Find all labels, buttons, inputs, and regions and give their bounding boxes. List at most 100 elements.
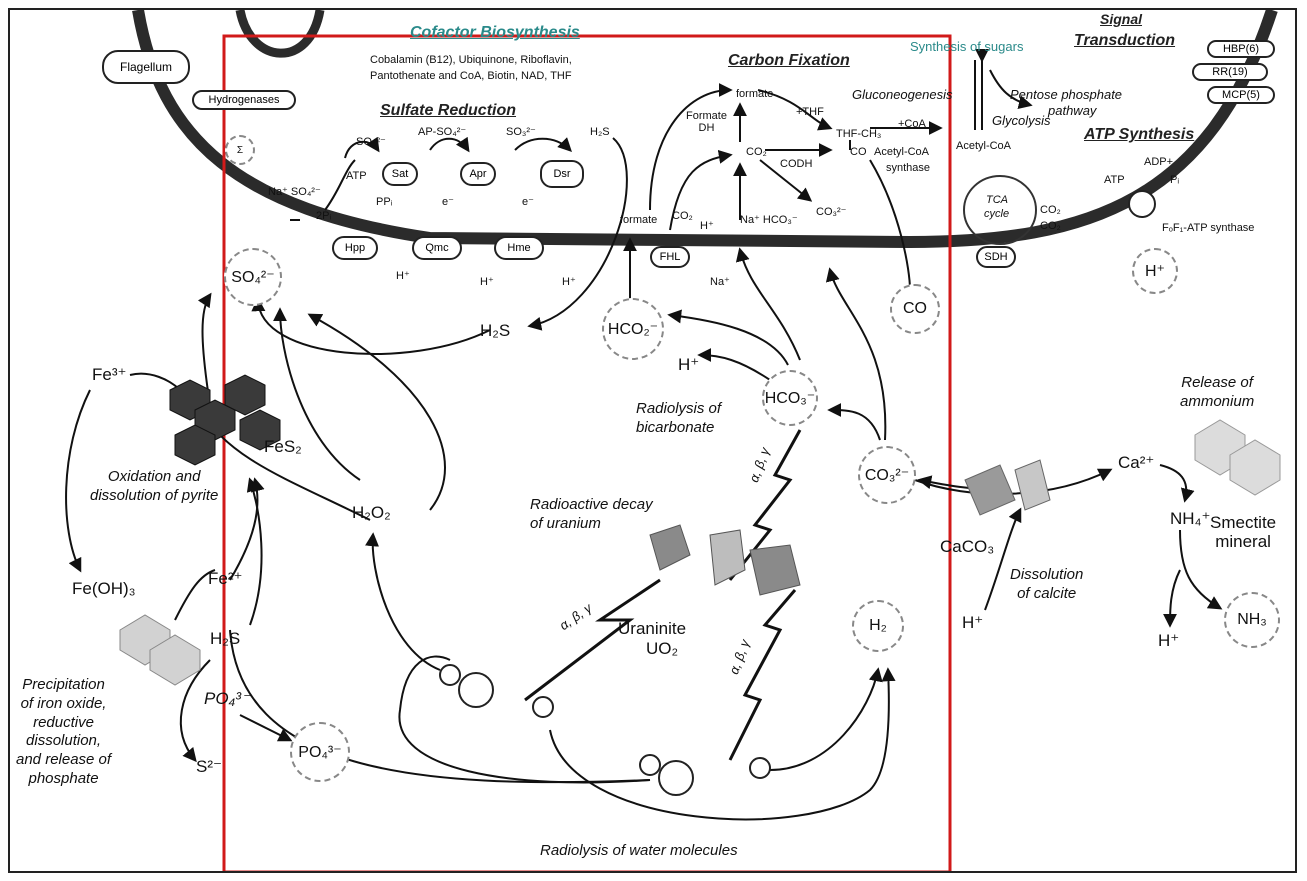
cofactor-line1: Cobalamin (B12), Ubiquinone, Riboflavin, — [370, 54, 572, 66]
electron-2: e⁻ — [522, 196, 534, 208]
cycle-label: cycle — [984, 208, 1009, 220]
thf-ch3: THF-CH₃ — [836, 128, 881, 140]
acetyl-coa-label: Acetyl-CoA — [874, 146, 929, 158]
top-arc — [240, 10, 320, 53]
na-hco3: Na⁺ HCO₃⁻ — [740, 214, 798, 226]
co2-tca-a: CO₂ — [1040, 204, 1061, 216]
na-so4: Na⁺ SO₄²⁻ — [268, 186, 321, 198]
hydrogenase-icon: Σ — [225, 135, 255, 165]
tca-label: TCA — [986, 194, 1008, 206]
hco2-circle: HCO₂⁻ — [602, 298, 664, 360]
flagellum-box: Flagellum — [102, 50, 190, 84]
dissolution-calcite-label: Dissolution of calcite — [1010, 566, 1083, 604]
atp-synth-pi: Pᵢ — [1170, 174, 1179, 186]
fes2-label: FeS₂ — [264, 438, 302, 457]
ca-label: Ca²⁺ — [1118, 454, 1154, 473]
radiolysis-water-label: Radiolysis of water molecules — [540, 842, 738, 861]
atp-synth-atp: ATP — [1104, 174, 1125, 186]
hco3-circle: HCO₃⁻ — [762, 370, 818, 426]
so4-circle: SO₄²⁻ — [224, 248, 282, 306]
hme-complex: Hme — [494, 236, 544, 260]
pathway: pathway — [1048, 104, 1096, 118]
dsr-enzyme: Dsr — [540, 160, 584, 188]
pentose: Pentose phosphate — [1010, 88, 1122, 102]
so3-label: SO₃²⁻ — [506, 126, 536, 138]
feoh3-label: Fe(OH)₃ — [72, 580, 136, 599]
precipitation-label: Precipitation of iron oxide, reductive d… — [16, 676, 111, 789]
uraninite-label: Uraninite — [618, 620, 686, 639]
carbon-fixation-title: Carbon Fixation — [728, 52, 850, 70]
oxidation-label: Oxidation and dissolution of pyrite — [90, 468, 218, 506]
apr-enzyme: Apr — [460, 162, 496, 186]
radioactive-decay-label: Radioactive decay of uranium — [530, 496, 653, 534]
po4-low: PO₄³⁻ — [204, 690, 250, 709]
smectite-crystal — [1195, 420, 1280, 495]
diagram-frame: Flagellum Hydrogenases Σ HBP(6) RR(19) M… — [8, 8, 1297, 873]
smectite-label: Smectite mineral — [1210, 514, 1276, 551]
codh-label: CODH — [780, 158, 812, 170]
hplus-fhl: H⁺ — [700, 220, 714, 232]
atp-synth-adp: ADP+ — [1144, 156, 1173, 168]
glycolysis: Glycolysis — [992, 114, 1051, 128]
fhl-complex: FHL — [650, 246, 690, 268]
co3-circle: CO₃²⁻ — [858, 446, 916, 504]
transporter-mcp: MCP(5) — [1207, 86, 1275, 104]
co2-tca-b: CO₂ — [1040, 220, 1061, 232]
s2-label: S²⁻ — [196, 758, 222, 777]
formate-top: formate — [736, 88, 773, 100]
so4-inner: SO₄²⁻ — [356, 136, 386, 148]
fe2-label: Fe²⁺ — [208, 570, 242, 589]
atp-synthase-label: FₒF₁-ATP synthase — [1162, 222, 1254, 234]
cofactor-title: Cofactor Biosynthesis — [410, 24, 580, 42]
hplus-atp-circle: H⁺ — [1132, 248, 1178, 294]
signal-title: Signal — [1100, 12, 1142, 27]
h2s-low: H₂S — [210, 630, 240, 649]
co-circle: CO — [890, 284, 940, 334]
h2o2-label: H₂O₂ — [352, 504, 391, 523]
hplus-nh: H⁺ — [1158, 632, 1179, 651]
po4-circle: PO₄³⁻ — [290, 722, 350, 782]
synthase-label: synthase — [886, 162, 930, 174]
co-inner: CO — [850, 146, 867, 158]
hplus-calcite: H⁺ — [962, 614, 983, 633]
formate-out: formate — [620, 214, 657, 226]
h2s-main: H₂S — [480, 322, 510, 341]
qmc-complex: Qmc — [412, 236, 462, 260]
radiolysis-bicarbonate-label: Radiolysis of bicarbonate — [636, 400, 721, 438]
cofactor-line2: Pantothenate and CoA, Biotin, NAD, THF — [370, 70, 572, 82]
ppi-label: PPᵢ — [376, 196, 392, 208]
transporter-hbp: HBP(6) — [1207, 40, 1275, 58]
hplus-hpp: H⁺ — [396, 270, 410, 282]
electron-1: e⁻ — [442, 196, 454, 208]
co2-out: CO₂ — [672, 210, 693, 222]
sat-enzyme: Sat — [382, 162, 418, 186]
co3-inner: CO₃²⁻ — [816, 206, 846, 218]
atp-synthesis-title: ATP Synthesis — [1084, 126, 1194, 144]
h2-circle: H₂ — [852, 600, 904, 652]
calcite-crystal — [965, 460, 1050, 515]
fe3-label: Fe³⁺ — [92, 366, 126, 385]
twopi-label: 2Pᵢ — [316, 210, 331, 222]
feoh3-crystal — [120, 615, 200, 685]
hydrogenases-box: Hydrogenases — [192, 90, 296, 110]
uo2-label: UO₂ — [646, 640, 678, 659]
atp-label: ATP — [346, 170, 367, 182]
formate-dh: Formate DH — [686, 110, 727, 134]
sulfate-reduction-title: Sulfate Reduction — [380, 102, 516, 120]
uraninite-crystal — [650, 525, 800, 595]
nh4-label: NH₄⁺ — [1170, 510, 1210, 529]
co2-inner: CO₂ — [746, 146, 767, 158]
release-ammonium-label: Release of ammonium — [1180, 374, 1254, 412]
aps-label: AP-SO₄²⁻ — [418, 126, 466, 138]
transporter-rr: RR(19) — [1192, 63, 1268, 81]
transduction-title: Transduction — [1074, 32, 1175, 50]
hplus-qmc: H⁺ — [480, 276, 494, 288]
atp-synthase-icon — [1128, 190, 1156, 218]
nh3-circle: NH₃ — [1224, 592, 1280, 648]
hplus-carbon: H⁺ — [678, 356, 699, 375]
hplus-hme: H⁺ — [562, 276, 576, 288]
bolt-uraninite — [525, 580, 660, 700]
hpp-complex: Hpp — [332, 236, 378, 260]
caco3-label: CaCO₃ — [940, 538, 994, 557]
na-out: Na⁺ — [710, 276, 730, 288]
